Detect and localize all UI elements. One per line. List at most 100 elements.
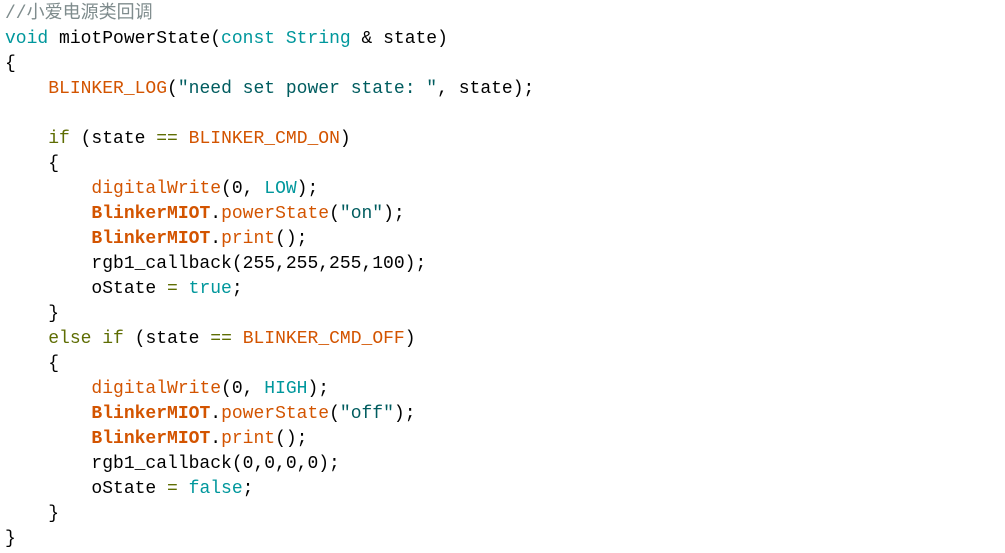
code-token: LOW [264,179,297,199]
code-token: (state [69,129,157,149]
code-token: rgb1_callback(255,255,255,100); [5,254,427,274]
code-token: digitalWrite [91,179,222,199]
code-token: "off" [339,404,394,424]
code-line: } [5,527,1005,552]
code-token: { [5,354,60,374]
code-line: //小爱电源类回调 [5,2,1005,27]
code-line: digitalWrite(0, LOW); [5,177,1005,202]
code-token: BLINKER_CMD_OFF [242,329,405,349]
code-token: print [221,229,276,249]
code-token: (0, [221,179,265,199]
code-token: & state) [350,29,448,49]
code-token: . [210,404,222,424]
code-line: BlinkerMIOT.print(); [5,427,1005,452]
code-token [5,329,48,349]
code-token: oState [5,479,168,499]
code-token [5,129,48,149]
code-token: miotPowerState( [48,29,222,49]
code-token [5,379,91,399]
code-line: rgb1_callback(0,0,0,0); [5,452,1005,477]
code-line: BLINKER_LOG("need set power state: ", st… [5,77,1005,102]
code-token: print [221,429,276,449]
code-token [5,429,91,449]
code-line: { [5,152,1005,177]
code-token: //小爱电源类回调 [5,4,153,24]
code-token: void [5,29,49,49]
code-line: } [5,502,1005,527]
code-token: (); [275,229,308,249]
code-token: rgb1_callback(0,0,0,0); [5,454,340,474]
code-token [5,179,91,199]
code-token: ; [231,279,243,299]
code-line: if (state == BLINKER_CMD_ON) [5,127,1005,152]
code-token [232,329,243,349]
code-token: { [5,54,16,74]
code-token: , state); [437,79,535,99]
code-line: rgb1_callback(255,255,255,100); [5,252,1005,277]
code-token: if [48,129,70,149]
code-token: . [210,204,222,224]
code-token [5,404,91,424]
code-token: ) [404,329,416,349]
code-token: "need set power state: " [177,79,438,99]
code-token: ); [393,404,416,424]
code-token [178,279,189,299]
code-token: if [102,329,124,349]
code-token: == [156,129,178,149]
code-token: = [167,479,178,499]
code-token: BlinkerMIOT [91,229,211,249]
code-token [5,204,91,224]
code-token: BLINKER_CMD_ON [188,129,340,149]
code-line: digitalWrite(0, HIGH); [5,377,1005,402]
code-line [5,102,1005,127]
code-token: BLINKER_LOG [48,79,168,99]
code-token: ( [167,79,178,99]
code-token: ) [339,129,351,149]
code-token: String [285,29,351,49]
code-line: oState = false; [5,477,1005,502]
code-token: const [221,29,276,49]
code-token: BlinkerMIOT [91,204,211,224]
code-token: ( [329,404,340,424]
code-token [178,479,189,499]
code-line: void miotPowerState(const String & state… [5,27,1005,52]
code-token: oState [5,279,168,299]
code-token [5,229,91,249]
code-token [178,129,189,149]
code-line: else if (state == BLINKER_CMD_OFF) [5,327,1005,352]
code-token: else [48,329,92,349]
code-token: BlinkerMIOT [91,429,211,449]
code-token [5,79,48,99]
code-token [275,29,286,49]
code-token: digitalWrite [91,379,222,399]
code-token: powerState [221,404,330,424]
code-line: BlinkerMIOT.powerState("on"); [5,202,1005,227]
code-token: == [210,329,232,349]
code-line: { [5,352,1005,377]
code-token: (state [123,329,211,349]
code-token: ; [242,479,254,499]
code-token: "on" [339,204,384,224]
code-token [91,329,102,349]
code-token: } [5,529,16,549]
code-line: BlinkerMIOT.powerState("off"); [5,402,1005,427]
code-token: ( [329,204,340,224]
code-line: BlinkerMIOT.print(); [5,227,1005,252]
code-token: . [210,229,222,249]
code-token: . [210,429,222,449]
code-token: (0, [221,379,265,399]
code-token: } [5,504,60,524]
code-token: = [167,279,178,299]
code-token: ); [307,379,330,399]
code-token: ); [383,204,405,224]
code-token: false [188,479,243,499]
code-token: (); [275,429,308,449]
code-token: BlinkerMIOT [91,404,211,424]
code-token: HIGH [264,379,308,399]
code-line: oState = true; [5,277,1005,302]
code-token: ); [296,179,319,199]
code-token: true [188,279,232,299]
code-token: powerState [221,204,330,224]
code-line: } [5,302,1005,327]
